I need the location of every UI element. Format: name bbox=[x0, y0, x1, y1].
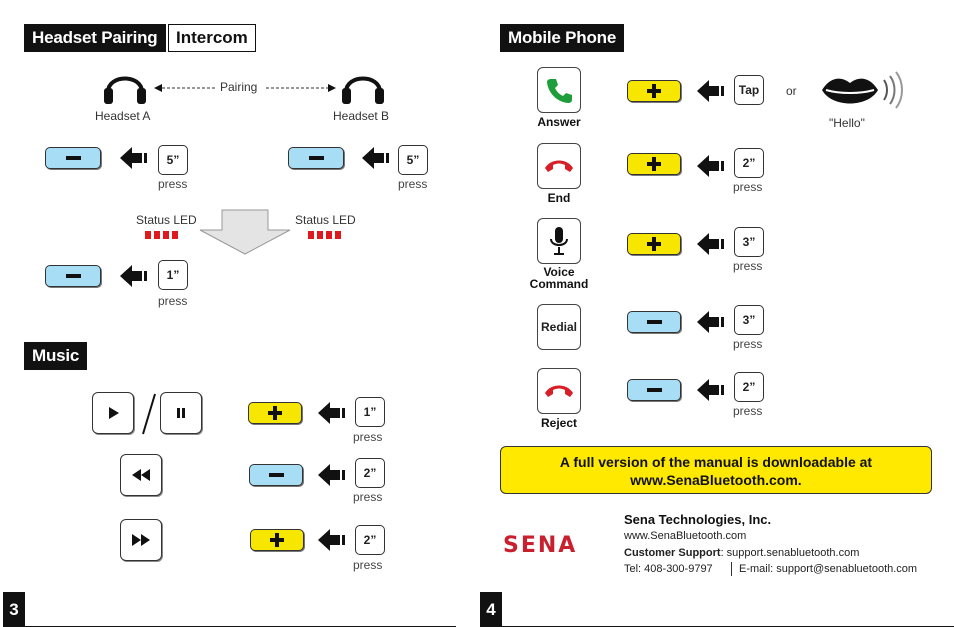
press-time-box: 2” bbox=[355, 458, 385, 488]
phone-row-label: Reject bbox=[540, 416, 578, 430]
left-arrow-icon bbox=[697, 311, 724, 333]
sena-logo: SENA bbox=[503, 533, 578, 558]
press-label: press bbox=[353, 490, 383, 504]
reject-call-icon bbox=[537, 368, 581, 414]
fast-forward-button-icon bbox=[120, 519, 162, 561]
page-number-left: 3 bbox=[3, 592, 25, 627]
pairing-label: Pairing bbox=[220, 80, 258, 94]
redial-box-text: Redial bbox=[540, 320, 577, 334]
headset-a-icon bbox=[104, 76, 146, 104]
answer-phone-icon bbox=[537, 67, 581, 113]
redial-box: Redial bbox=[537, 304, 581, 350]
press-label: press bbox=[733, 259, 763, 273]
plus-button-icon bbox=[248, 402, 302, 424]
press-label: press bbox=[158, 177, 188, 191]
left-arrow-icon bbox=[120, 147, 147, 169]
down-arrow-icon bbox=[199, 209, 291, 255]
press-time-box: 1” bbox=[355, 397, 385, 427]
plus-button-icon bbox=[627, 153, 681, 175]
minus-button-icon bbox=[249, 464, 303, 486]
section-header-headset-pairing: Headset Pairing bbox=[24, 24, 166, 52]
pairing-dotted-arrow bbox=[154, 84, 336, 92]
customer-support-line: Customer Support: support.senabluetooth.… bbox=[624, 547, 859, 559]
left-arrow-icon bbox=[318, 464, 345, 486]
plus-button-icon bbox=[250, 529, 304, 551]
press-label: press bbox=[733, 404, 763, 418]
rewind-button-icon bbox=[120, 454, 162, 496]
microphone-icon bbox=[537, 218, 581, 264]
phone-row-label: Voice Command bbox=[529, 265, 589, 291]
minus-button-icon bbox=[627, 311, 681, 333]
press-time-box: 3” bbox=[734, 227, 764, 257]
left-arrow-icon bbox=[697, 155, 724, 177]
slash-divider bbox=[142, 393, 156, 435]
banner-line-2[interactable]: www.SenaBluetooth.com. bbox=[630, 472, 802, 488]
press-label: press bbox=[733, 180, 763, 194]
press-time-box: 2” bbox=[355, 525, 385, 555]
status-led-indicator-left bbox=[145, 231, 178, 239]
banner-line-1: A full version of the manual is download… bbox=[559, 454, 873, 470]
headset-b-label: Headset B bbox=[333, 109, 390, 123]
support-label: Customer Support bbox=[624, 547, 721, 559]
press-label: press bbox=[353, 558, 383, 572]
contact-divider bbox=[731, 562, 732, 576]
press-time-box: 5” bbox=[158, 145, 188, 175]
status-led-indicator-right bbox=[308, 231, 341, 239]
minus-button-icon bbox=[288, 147, 344, 169]
support-value[interactable]: : support.senabluetooth.com bbox=[720, 547, 860, 559]
headset-a-label: Headset A bbox=[95, 109, 151, 123]
end-call-icon bbox=[537, 143, 581, 189]
or-label: or bbox=[786, 84, 797, 98]
left-arrow-icon bbox=[697, 379, 724, 401]
company-url[interactable]: www.SenaBluetooth.com bbox=[624, 530, 747, 542]
email-line[interactable]: E-mail: support@senabluetooth.com bbox=[739, 563, 918, 575]
press-label: press bbox=[733, 337, 763, 351]
press-label: press bbox=[398, 177, 428, 191]
phone-row-label: Answer bbox=[537, 115, 581, 129]
minus-button-icon bbox=[627, 379, 681, 401]
pause-button-icon bbox=[160, 392, 202, 434]
left-arrow-icon bbox=[318, 402, 345, 424]
tel-line: Tel: 408-300-9797 bbox=[624, 563, 713, 575]
left-arrow-icon bbox=[362, 147, 389, 169]
left-arrow-icon bbox=[120, 265, 147, 287]
status-led-label-right: Status LED bbox=[295, 213, 356, 227]
minus-button-icon bbox=[45, 265, 101, 287]
left-arrow-icon bbox=[697, 233, 724, 255]
left-arrow-icon bbox=[318, 529, 345, 551]
section-header-mobile-phone: Mobile Phone bbox=[500, 24, 625, 52]
press-label: press bbox=[353, 430, 383, 444]
plus-button-icon bbox=[627, 80, 681, 102]
company-name: Sena Technologies, Inc. bbox=[624, 512, 772, 527]
manual-download-banner: A full version of the manual is download… bbox=[500, 446, 932, 494]
left-arrow-icon bbox=[697, 80, 724, 102]
press-time-box: 3” bbox=[734, 305, 764, 335]
section-header-music: Music bbox=[24, 342, 88, 370]
press-time-box: 2” bbox=[734, 148, 764, 178]
press-time-box: 2” bbox=[734, 372, 764, 402]
section-header-intercom: Intercom bbox=[168, 24, 256, 52]
page-number-right: 4 bbox=[480, 592, 502, 627]
play-button-icon bbox=[92, 392, 134, 434]
plus-button-icon bbox=[627, 233, 681, 255]
press-label: press bbox=[158, 294, 188, 308]
press-time-box: 5” bbox=[398, 145, 428, 175]
hello-label: "Hello" bbox=[829, 116, 865, 130]
lips-voice-icon bbox=[822, 71, 903, 109]
status-led-label-left: Status LED bbox=[136, 213, 197, 227]
phone-row-label: End bbox=[547, 191, 571, 205]
press-time-box: 1” bbox=[158, 260, 188, 290]
tap-box: Tap bbox=[734, 75, 764, 105]
minus-button-icon bbox=[45, 147, 101, 169]
headset-b-icon bbox=[342, 76, 384, 104]
